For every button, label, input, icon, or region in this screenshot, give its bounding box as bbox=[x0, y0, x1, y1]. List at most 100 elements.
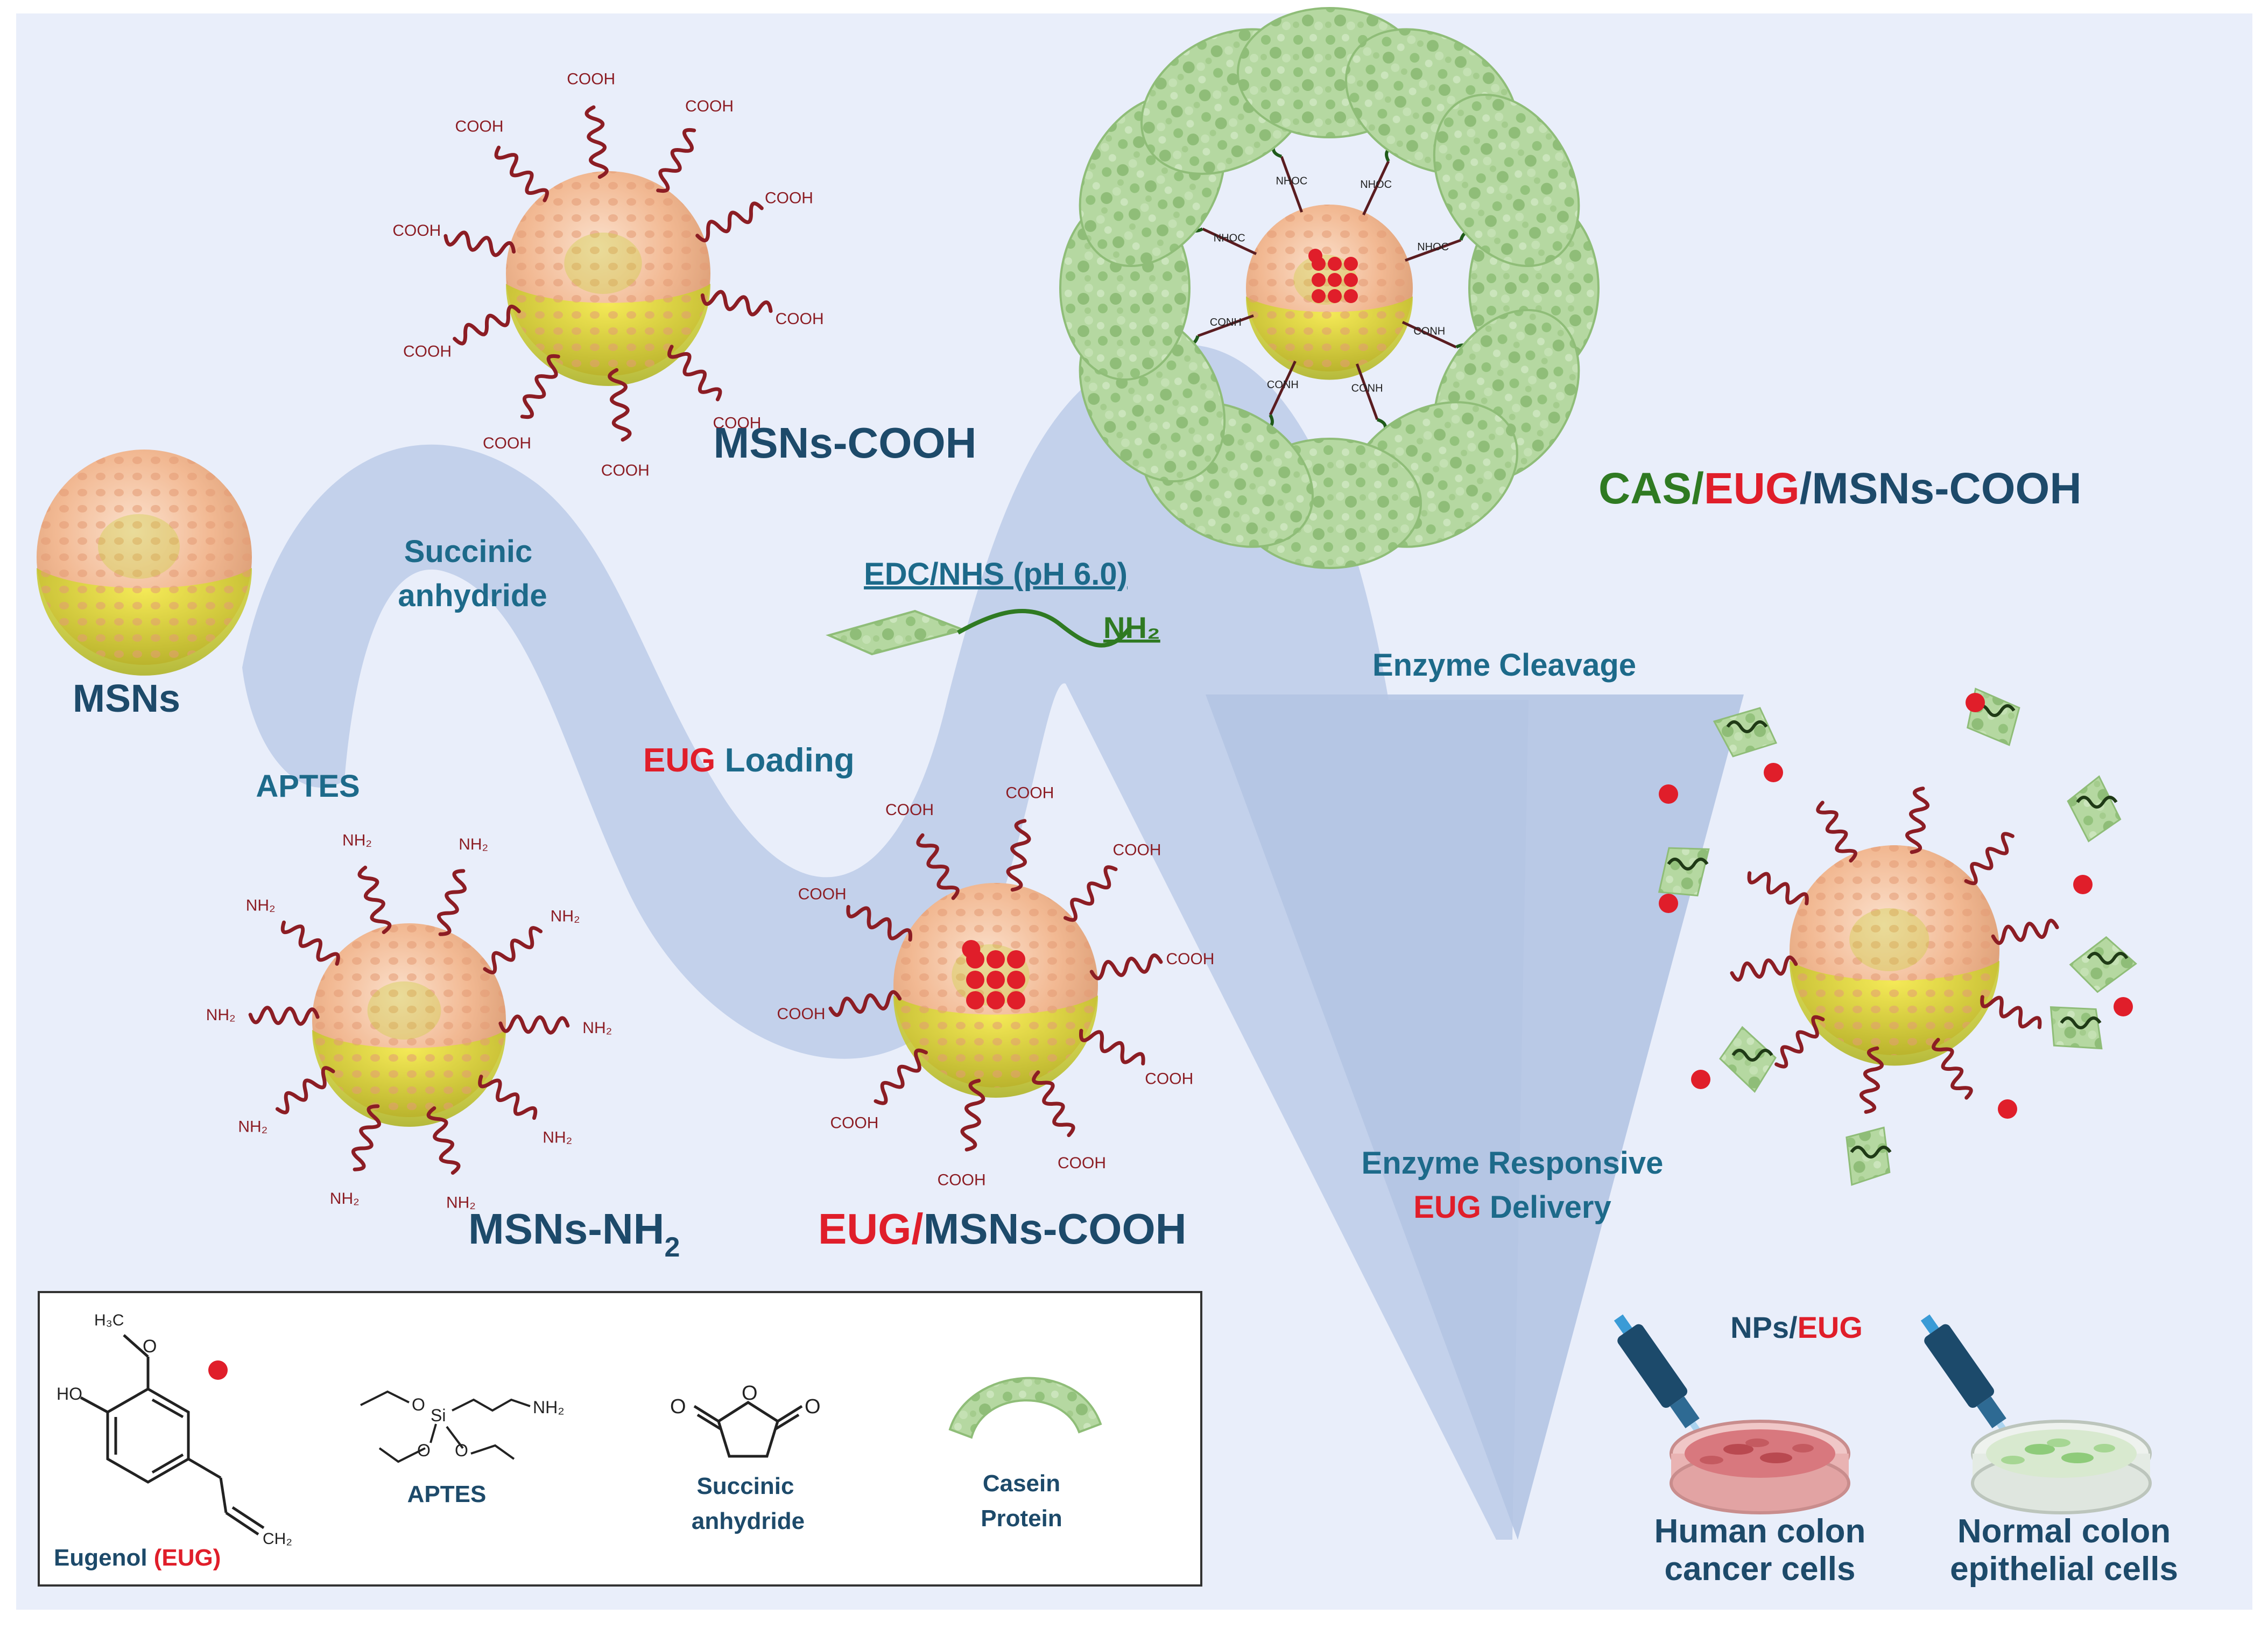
link-label: NHOC bbox=[1360, 179, 1392, 191]
released-eug-dot bbox=[2114, 997, 2133, 1016]
chain-label: COOH bbox=[1145, 1070, 1193, 1087]
chain-label: NH₂ bbox=[582, 1019, 612, 1037]
free-casein-fragment bbox=[1719, 1026, 1777, 1093]
succinic-atom-o2: O bbox=[742, 1382, 758, 1405]
cooh-chains: COOH COOH COOH COOH COOH COOH COOH COOH COOH COOH bbox=[392, 70, 823, 479]
aptes-atom-si: Si bbox=[431, 1406, 446, 1425]
link-label: NHOC bbox=[1276, 175, 1307, 187]
chain-label: COOH bbox=[685, 97, 734, 115]
eug-loading-label: EUG Loading bbox=[643, 742, 855, 779]
released-eug-dot bbox=[1691, 1070, 1710, 1089]
chain-label: COOH bbox=[483, 434, 531, 452]
nps-eug-label: NPs/EUG bbox=[1730, 1310, 1863, 1344]
released-eug-dot bbox=[1966, 693, 1985, 712]
normal-cells-label-2: epithelial cells bbox=[1950, 1550, 2178, 1588]
casein-linker: NH₂ bbox=[826, 609, 1160, 656]
free-casein-fragment bbox=[2069, 936, 2137, 993]
chain-label: COOH bbox=[776, 310, 824, 328]
eugenol-atom-ch2: CH₂ bbox=[263, 1530, 292, 1548]
succinic-step-label-2: anhydride bbox=[398, 578, 547, 613]
link-label: CONH bbox=[1413, 326, 1445, 338]
chain-label: COOH bbox=[777, 1005, 826, 1023]
aptes-atom-o1: O bbox=[412, 1395, 425, 1414]
legend-casein-label-1: Casein bbox=[983, 1470, 1060, 1497]
legend-box: H₃C O HO CH₂ Eugenol (EUG) O Si O O NH₂ … bbox=[38, 1291, 1202, 1587]
eug-msn-cooh-particle bbox=[893, 883, 1098, 1098]
succinic-atom-o3: O bbox=[805, 1395, 821, 1418]
chain-label: COOH bbox=[403, 343, 452, 361]
succinic-atom-o1: O bbox=[670, 1395, 686, 1418]
legend-aptes-label: APTES bbox=[407, 1481, 487, 1507]
chain-label: NH₂ bbox=[246, 897, 276, 915]
normal-cell-assay: Normal colon epithelial cells bbox=[1920, 1314, 2178, 1588]
chain-label: COOH bbox=[765, 189, 813, 207]
legend-succinic-label-2: anhydride bbox=[692, 1508, 805, 1534]
casein-shell bbox=[1059, 7, 1600, 569]
chain-label: COOH bbox=[1113, 841, 1161, 859]
released-particle bbox=[1790, 845, 1999, 1066]
aptes-atom-o2: O bbox=[417, 1441, 431, 1460]
link-label: CONH bbox=[1351, 383, 1383, 395]
eug-dot-icon bbox=[208, 1360, 228, 1380]
released-eug-dot bbox=[1764, 763, 1783, 782]
nanoparticle-layer: COOHCOOHCOOHCOOHCOOHCOOHCOOHCOOHCOOHCOOH… bbox=[37, 70, 2059, 1212]
nh2-tag: NH₂ bbox=[1103, 610, 1160, 644]
chain-label: NH₂ bbox=[551, 907, 580, 925]
eugenol-atom-ho: HO bbox=[57, 1384, 82, 1404]
chain-label: COOH bbox=[938, 1171, 986, 1189]
chain-label: NH₂ bbox=[206, 1006, 236, 1024]
msns-nh2-label: MSNs-NH2 bbox=[468, 1205, 680, 1263]
background-arrow bbox=[1206, 694, 1744, 1540]
casein-blob bbox=[1433, 94, 1580, 267]
released-chains bbox=[1730, 787, 2059, 1114]
eug-loaded-dots bbox=[962, 940, 1025, 1009]
link-label: NHOC bbox=[1214, 232, 1245, 244]
cas-eug-msns-label: CAS/EUG/MSNs-COOH bbox=[1598, 464, 2082, 513]
cas-eug-dots bbox=[1308, 249, 1358, 303]
free-protein-layer bbox=[1658, 687, 2137, 1186]
msn-nh2-particle bbox=[312, 923, 506, 1127]
normal-cells-label-1: Normal colon bbox=[1957, 1513, 2171, 1550]
eugenol-atom-o: O bbox=[143, 1336, 157, 1357]
succinic-anhydride-structure bbox=[693, 1401, 803, 1458]
chain-label: NH₂ bbox=[330, 1190, 360, 1208]
chain-label: COOH bbox=[1166, 950, 1214, 968]
aptes-atom-o3: O bbox=[455, 1441, 468, 1460]
free-casein-fragment bbox=[1846, 1126, 1892, 1186]
released-eug-dot bbox=[1659, 894, 1678, 913]
cancer-cells-label-1: Human colon bbox=[1654, 1513, 1866, 1550]
chain-label: COOH bbox=[455, 118, 504, 136]
released-eug-dot bbox=[1998, 1099, 2017, 1119]
edc-nhs-label: EDC/NHS (pH 6.0) bbox=[864, 557, 1128, 592]
chain-label: NH₂ bbox=[446, 1194, 476, 1211]
eugenol-structure bbox=[80, 1334, 265, 1536]
aptes-structure bbox=[360, 1390, 531, 1463]
chain-label: COOH bbox=[567, 70, 615, 88]
chain-label: COOH bbox=[392, 222, 441, 240]
aptes-atom-nh2: NH₂ bbox=[533, 1398, 565, 1417]
eug-delivery-label: EUG Delivery bbox=[1413, 1190, 1611, 1225]
eugenol-atom-h3c: H₃C bbox=[94, 1311, 124, 1329]
chain-label: COOH bbox=[830, 1114, 878, 1132]
chain-label: COOH bbox=[798, 886, 847, 903]
chain-label: COOH bbox=[885, 801, 934, 819]
petri-dish-icon bbox=[1670, 1420, 1850, 1514]
free-casein-fragment bbox=[2067, 775, 2122, 843]
eug-cooh-chains: COOH COOH COOH COOH COOH COOH COOH COOH COOH COOH bbox=[777, 784, 1215, 1189]
chain-label: COOH bbox=[601, 462, 650, 480]
released-eug-dot bbox=[2073, 875, 2093, 894]
enzyme-cleavage-label: Enzyme Cleavage bbox=[1372, 648, 1636, 683]
free-casein-fragment bbox=[1658, 847, 1710, 897]
chain-label: COOH bbox=[1005, 784, 1054, 802]
cancer-cells-label-2: cancer cells bbox=[1664, 1550, 1855, 1588]
legend-succinic-label-1: Succinic bbox=[697, 1473, 794, 1499]
chain-label: NH₂ bbox=[238, 1118, 267, 1136]
chain-label: COOH bbox=[713, 414, 761, 432]
msns-cooh-label: MSNs-COOH bbox=[714, 419, 977, 467]
legend-eugenol-label: Eugenol (EUG) bbox=[54, 1545, 221, 1571]
chain-label: COOH bbox=[1058, 1154, 1106, 1172]
eug-msns-cooh-label: EUG/MSNs-COOH bbox=[818, 1205, 1187, 1253]
aptes-step-label: APTES bbox=[256, 769, 360, 804]
